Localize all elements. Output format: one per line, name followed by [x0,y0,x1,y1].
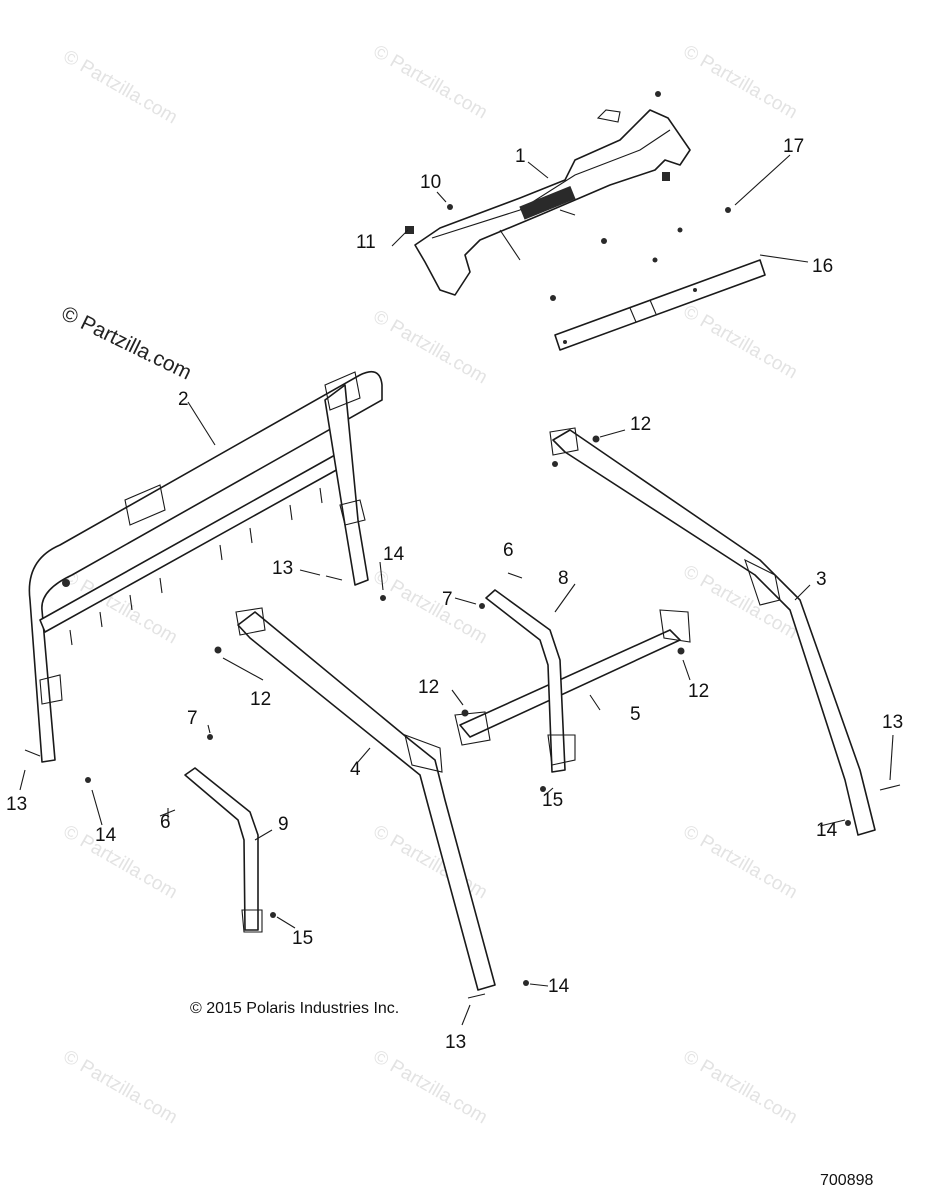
part-1-rear-panel [405,91,691,296]
callout-16: 16 [812,256,833,277]
callout-4: 4 [350,759,361,780]
watermark: © Partzilla.com [60,821,181,903]
callout-7: 7 [442,589,453,610]
callout-13: 13 [882,712,903,733]
callout-17: 17 [783,136,804,157]
part-2-front-cage [28,370,383,763]
callout-13: 13 [6,794,27,815]
part-16-strap [550,207,766,351]
watermark: © Partzilla.com [370,41,491,123]
watermark: © Partzilla.com [680,301,801,383]
callout-6: 6 [503,540,514,561]
callouts: 1 2 3 4 5 6 6 7 7 8 9 10 11 12 12 12 12 … [6,136,903,1053]
callout-5: 5 [630,704,641,725]
callout-15: 15 [542,790,563,811]
callout-14: 14 [95,825,117,846]
callout-8: 8 [558,568,569,589]
part-5-cross-brace [454,609,691,746]
watermark: © Partzilla.com [370,821,491,903]
watermark: © Partzilla.com [680,821,801,903]
callout-7: 7 [187,708,198,729]
watermark: © Partzilla.com [680,1046,801,1128]
callout-3: 3 [816,569,827,590]
copyright-notice: © 2015 Polaris Industries Inc. [190,1000,399,1017]
leader-lines [19,154,894,1026]
callout-15: 15 [292,928,313,949]
watermark: © Partzilla.com [370,566,491,648]
callout-12: 12 [688,681,709,702]
callout-2: 2 [178,389,189,410]
callout-12: 12 [250,689,271,710]
part-8-bracket [485,589,576,773]
watermark: © Partzilla.com [370,1046,491,1128]
callout-12: 12 [418,677,439,698]
callout-14: 14 [548,976,570,997]
partzilla-watermark: © Partzilla.com [58,302,195,385]
watermark: © Partzilla.com [680,41,801,123]
callout-1: 1 [515,146,526,167]
callout-14: 14 [383,544,405,565]
part-3-right-tube [549,427,876,836]
part-9-bracket [184,767,263,933]
faint-watermarks: © Partzilla.com © Partzilla.com © Partzi… [60,41,801,1128]
part-4-left-tube [235,607,496,991]
callout-14: 14 [816,820,838,841]
watermark: © Partzilla.com [60,46,181,128]
callout-13: 13 [272,558,293,579]
document-number: 700898 [820,1172,873,1189]
callout-11: 11 [356,232,376,253]
callout-12: 12 [630,414,651,435]
callout-9: 9 [278,814,289,835]
callout-13: 13 [445,1032,466,1053]
watermark: © Partzilla.com [370,306,491,388]
callout-6: 6 [160,812,171,833]
callout-10: 10 [420,172,441,193]
watermark: © Partzilla.com [60,1046,181,1128]
